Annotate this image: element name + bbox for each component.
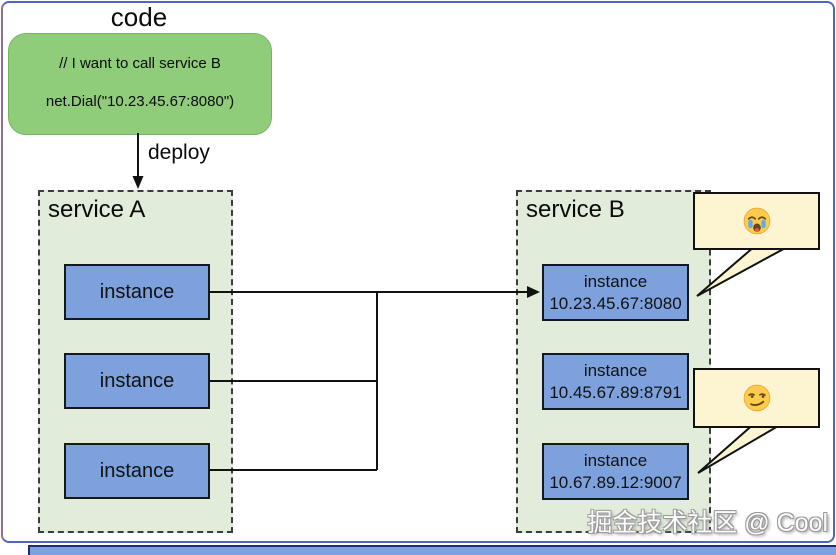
service-a-instance-1: instance <box>64 264 210 320</box>
service-a-title: service A <box>48 196 146 223</box>
service-a-instance-3: instance <box>64 443 210 499</box>
service-b-box: service B instance 10.23.45.67:8080 inst… <box>516 190 711 533</box>
bubble-2-tail <box>697 421 789 474</box>
service-b-title: service B <box>526 196 625 223</box>
instance-label: instance <box>583 272 648 292</box>
instance-address: 10.67.89.12:9007 <box>549 472 682 492</box>
service-b-instance-1: instance 10.23.45.67:8080 <box>542 264 689 321</box>
watermark-text: 掘金技术社区 @ Cool <box>587 509 828 537</box>
code-title: code <box>110 2 168 32</box>
instance-address: 10.23.45.67:8080 <box>549 293 682 313</box>
smirking-face-emoji <box>743 384 770 412</box>
code-dial-line: net.Dial("10.23.45.67:8080") <box>45 93 235 110</box>
service-a-box: service A instance instance instance <box>38 190 233 533</box>
code-comment-line: // I want to call service B <box>59 55 221 72</box>
instance-address: 10.45.67.89:8791 <box>549 382 682 402</box>
instance-label: instance <box>583 361 648 381</box>
callout-bubble-smirking <box>693 368 820 428</box>
service-b-instance-2: instance 10.45.67.89:8791 <box>542 353 689 410</box>
instance-label: instance <box>99 280 175 303</box>
call-arrow-to-service-b <box>210 286 540 298</box>
callout-bubble-crying <box>693 192 820 250</box>
instance-label: instance <box>99 459 175 482</box>
service-b-instance-3: instance 10.67.89.12:9007 <box>542 443 689 500</box>
loudly-crying-face-emoji <box>743 207 770 235</box>
deploy-arrow-label: deploy <box>148 141 210 164</box>
bottom-partial-box-edge <box>28 545 836 555</box>
instance-label: instance <box>583 451 648 471</box>
service-a-instance-2: instance <box>64 353 210 409</box>
code-snippet-box: // I want to call service B net.Dial("10… <box>8 33 272 135</box>
instance-label: instance <box>99 369 175 392</box>
deploy-arrow <box>132 133 144 189</box>
